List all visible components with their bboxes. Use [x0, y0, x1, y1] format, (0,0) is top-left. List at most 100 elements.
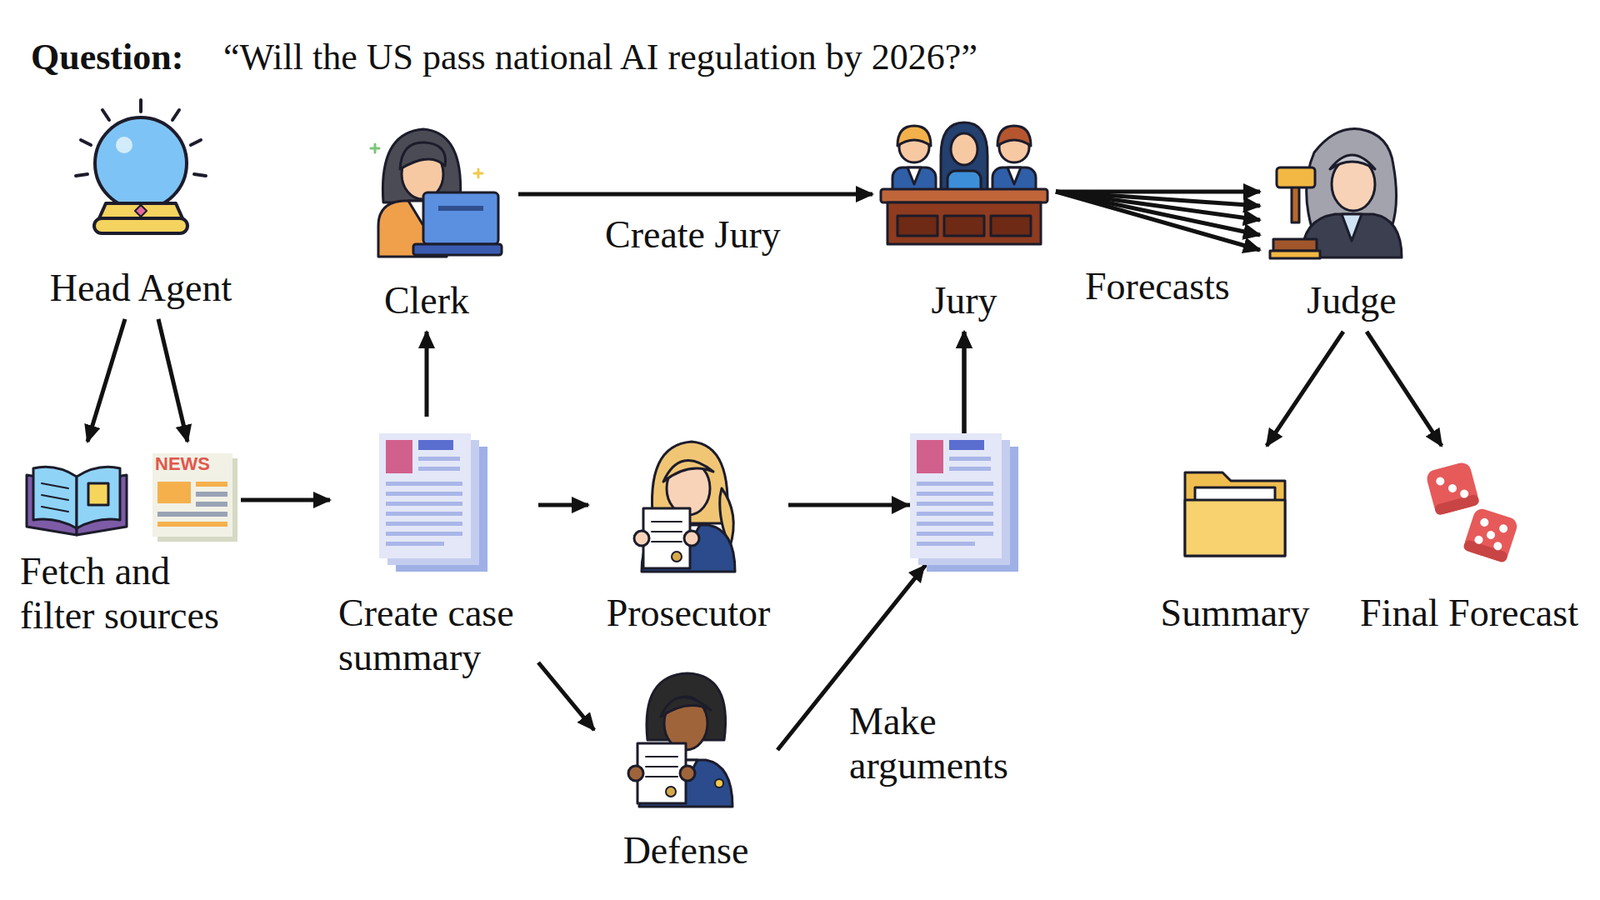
book-icon-part: [76, 466, 120, 529]
prosecutor-icon-part: [663, 460, 714, 482]
document-stack-icon-part: [385, 521, 463, 526]
document-stack-icon-part: [385, 481, 463, 486]
connector-arrow: [1055, 191, 1260, 250]
newspaper-icon-part: [152, 453, 233, 537]
judge-icon-part: [1291, 185, 1300, 223]
crystal-ball-icon-part: [194, 174, 206, 176]
defense-node: Defense: [602, 662, 770, 874]
document-stack-icon-part: [916, 481, 994, 486]
jury-icon-part: [907, 167, 921, 185]
dice-icon: [1425, 460, 1520, 564]
document-stack-icon-part: [418, 456, 460, 461]
document-stack-icon-part: [418, 440, 454, 450]
forecast-node: Final Forecast: [1348, 454, 1590, 636]
defense-icon-part: [660, 697, 711, 717]
jury-icon-part: [997, 125, 1031, 146]
icon-area: [1268, 116, 1435, 280]
newspaper-icon-part: [195, 491, 228, 497]
document-stack-icon-part: [385, 501, 463, 506]
connector-arrow: [1366, 331, 1442, 446]
icon-area: [1130, 454, 1340, 592]
document-stack-icon-part: [916, 491, 994, 496]
document-stack-icon-part: [385, 541, 445, 546]
diagram-title: Question:: [30, 36, 184, 80]
dice-icon-part-part: [1485, 530, 1497, 541]
icon-area: [602, 662, 770, 830]
crystal-ball-icon-part: [80, 140, 91, 145]
jury-icon-part: [944, 215, 985, 236]
prosecutor-icon-part: [634, 530, 650, 546]
document-stack-icon-part: [916, 511, 994, 516]
document-stack-icon-part: [949, 440, 985, 450]
crystal-ball-icon-part: [115, 136, 133, 154]
prosecutor-icon-part: [651, 520, 682, 523]
defense-icon-part: [645, 755, 678, 758]
node-caption: Judge: [1268, 279, 1435, 324]
dice-icon-part-part: [1434, 494, 1481, 517]
newspaper-icon-part: [157, 481, 191, 504]
book-icon-part: [88, 483, 109, 505]
icon-area: [338, 425, 530, 592]
newspaper-icon-part: [195, 481, 228, 487]
folder-icon: [1185, 472, 1285, 556]
prosecutor-icon: [634, 441, 735, 572]
document-stack-icon-part: [379, 433, 471, 559]
crystal-ball-icon-part: [75, 174, 88, 176]
crystal-ball-icon-part: [139, 100, 143, 112]
connector-arrow: [1055, 191, 1260, 220]
newspaper-icon-part: [157, 511, 228, 517]
defense-icon: [628, 673, 733, 807]
dice-icon-part-part: [1462, 506, 1520, 564]
crystal-ball-icon-part: [172, 110, 180, 120]
jury-icon-part: [880, 189, 1048, 203]
book-icon-part: [33, 466, 77, 529]
document-stack-icon-part: [418, 466, 460, 471]
prosecutor-node: Prosecutor: [596, 433, 780, 636]
question-text: “Will the US pass national AI regulation…: [223, 36, 978, 80]
dice-icon-part-part: [1435, 475, 1445, 486]
connector-arrow: [425, 331, 430, 417]
jury-node: Jury: [880, 116, 1048, 324]
defense-icon-part: [628, 765, 644, 781]
edge-label: Create Jury: [601, 213, 785, 258]
edge-label: Forecasts: [1081, 265, 1234, 310]
dice-icon-part-part: [1462, 539, 1509, 564]
dice-icon-part-part: [1479, 517, 1490, 529]
defense-icon-part: [645, 765, 678, 768]
document-stack-icon-part: [385, 440, 413, 474]
document-stack-icon-part: [949, 466, 991, 471]
dice-icon-part-part: [1492, 540, 1504, 552]
document-stack-icon-part: [916, 501, 994, 506]
connector-arrow: [240, 498, 330, 503]
prosecutor-icon-part: [671, 551, 682, 562]
newspaper-icon-part: [157, 521, 228, 527]
connector-arrow: [1055, 191, 1260, 235]
book-icon-part: [41, 495, 69, 500]
node-caption: Fetch and filter sources: [20, 550, 233, 639]
arrowhead: [908, 565, 925, 584]
jury-icon-part: [950, 133, 978, 165]
node-caption: Summary: [1130, 591, 1340, 636]
crystal-ball-icon: [75, 100, 206, 234]
sources-node: Fetch and filter sources: [20, 450, 233, 639]
defense-icon-part: [637, 743, 686, 804]
crystal-ball-icon-part: [95, 117, 187, 210]
icon-area: [343, 116, 510, 280]
document-stack-icon-part: [385, 491, 463, 496]
defense-icon-part: [645, 775, 678, 778]
node-caption: Head Agent: [40, 266, 241, 311]
jury-icon-part: [897, 125, 931, 146]
jury-icon-part: [990, 215, 1031, 236]
node-caption: Prosecutor: [596, 591, 780, 636]
document-stack-icon-part: [949, 456, 991, 461]
judge-icon-part: [1341, 214, 1362, 241]
judge-icon: [1270, 129, 1402, 259]
head-agent-node: Head Agent: [40, 104, 241, 311]
node-caption: Clerk: [343, 279, 510, 324]
summary-node: Summary: [1130, 454, 1340, 636]
book-icon: [26, 466, 127, 535]
clerk-icon-part: [423, 192, 499, 245]
prosecutor-icon-part: [651, 530, 682, 533]
document-stack-icon-part: [385, 511, 463, 516]
